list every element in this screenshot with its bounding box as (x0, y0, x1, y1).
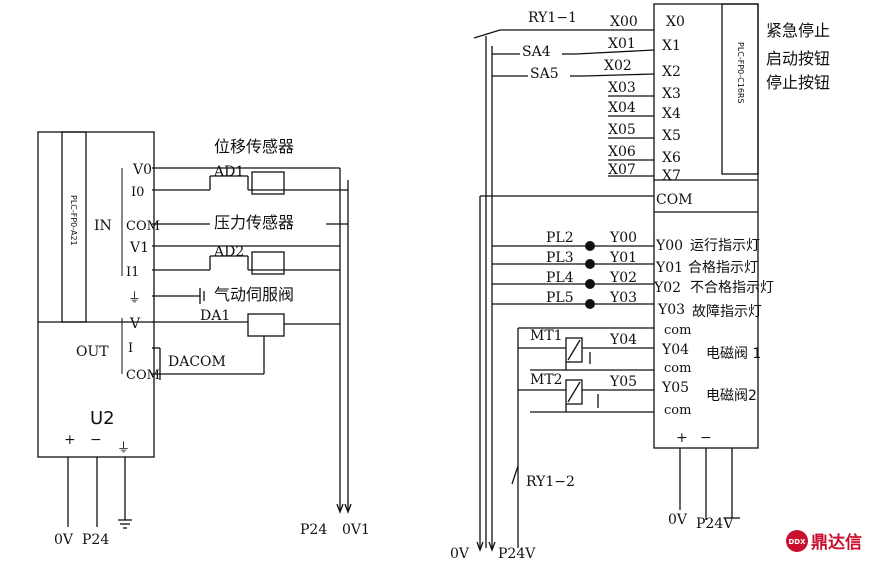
output-lamps: PL2 PL3 PL4 PL5 Y00 Y01 Y02 Y03 Y00 Y01 … (492, 230, 774, 320)
plc-plus: + (676, 430, 688, 446)
input-x7: X7 (662, 168, 681, 184)
input-wiring: RY1−1 SA4 SA5 X00 X01 X02 X03 X04 X05 X0… (473, 10, 655, 548)
terminal-y02: Y02 (653, 280, 681, 296)
com-1: com (664, 323, 691, 338)
watermark-logo-text: DDX (788, 538, 806, 546)
func-y02: 不合格指示灯 (690, 280, 774, 296)
wire-x04: X04 (608, 100, 636, 116)
input-x6: X6 (662, 150, 681, 166)
valve-mt2: MT2 (530, 372, 563, 388)
input-x0: X0 (666, 14, 685, 30)
wire-y00: Y00 (609, 230, 637, 246)
terminal-com-out: COM (126, 368, 160, 383)
ry1-2-label: RY1−2 (526, 474, 575, 490)
wire-x07: X07 (608, 162, 636, 178)
lamp-pl2: PL2 (546, 230, 574, 246)
wire-x02: X02 (604, 58, 632, 74)
wire-x00: X00 (610, 14, 638, 30)
terminal-y03: Y03 (657, 302, 685, 318)
lamp-pl4: PL4 (546, 270, 574, 286)
ry1-1-label: RY1−1 (528, 10, 577, 26)
bottom-0v-label: 0V (450, 546, 470, 562)
minus-sign: − (90, 432, 102, 448)
dacom-label: DACOM (168, 354, 226, 370)
com-2: com (664, 361, 691, 376)
left-p24-label: P24 (82, 532, 109, 548)
terminal-v1: V1 (129, 240, 149, 256)
sa4-label: SA4 (522, 44, 551, 60)
plus-sign: + (64, 432, 76, 448)
func-y05: 电磁阀2 (706, 388, 757, 404)
wire-x06: X06 (608, 144, 636, 160)
plc-minus: − (700, 430, 712, 446)
in-label: IN (94, 218, 112, 234)
func-x0: 紧急停止 (766, 21, 830, 40)
terminal-v0: V0 (132, 162, 152, 178)
watermark-text: 鼎达信 (811, 532, 862, 553)
pressure-sensor-label: 压力传感器 (214, 213, 294, 232)
func-y04: 电磁阀 1 (706, 346, 761, 362)
func-y01: 合格指示灯 (688, 260, 758, 276)
sa5-label: SA5 (530, 66, 559, 82)
input-x1: X1 (662, 38, 681, 54)
right-p24-label: P24 (300, 522, 327, 538)
out-label: OUT (76, 344, 109, 360)
wire-y05: Y05 (609, 374, 637, 390)
watermark-logo: DDX 鼎达信 (786, 530, 862, 553)
input-x3: X3 (662, 86, 681, 102)
wire-x05: X05 (608, 122, 636, 138)
right-0v1-label: 0V1 (342, 522, 370, 538)
terminal-earth: ⏚ (128, 291, 141, 306)
earth-icon: ⏚ (117, 441, 130, 456)
plc-p24v-label: P24V (696, 516, 734, 532)
terminal-com-in: COM (126, 219, 160, 234)
func-y03: 故障指示灯 (692, 304, 762, 320)
valve-mt1: MT1 (530, 328, 563, 344)
terminal-y01: Y01 (655, 260, 683, 276)
terminal-i: I (128, 341, 133, 356)
input-x2: X2 (662, 64, 681, 80)
lamp-pl3: PL3 (546, 250, 574, 266)
servo-valve-label: 气动伺服阀 (214, 285, 294, 304)
func-x1: 启动按钮 (766, 49, 830, 68)
wire-y01: Y01 (609, 250, 637, 266)
plc-0v-label: 0V (668, 512, 688, 528)
func-x2: 停止按钮 (766, 73, 830, 92)
displacement-sensor-label: 位移传感器 (214, 137, 294, 156)
left-0v-label: 0V (54, 532, 74, 548)
input-x4: X4 (662, 106, 681, 122)
wire-y03: Y03 (609, 290, 637, 306)
terminal-v: V (129, 316, 141, 332)
func-y00: 运行指示灯 (690, 238, 760, 254)
module-name: U2 (90, 408, 115, 429)
terminal-i0: I0 (131, 185, 144, 200)
input-com: COM (656, 192, 693, 208)
wire-y02: Y02 (609, 270, 637, 286)
bottom-p24v-label: P24V (498, 546, 536, 562)
com-3: com (664, 403, 691, 418)
terminal-y00: Y00 (655, 238, 683, 254)
output-valves: com MT1 Y04 Y04 com 电磁阀 1 MT2 Y05 Y05 co… (517, 323, 761, 548)
ad2-label: AD2 (213, 244, 244, 260)
lamp-pl5: PL5 (546, 290, 574, 306)
terminal-i1: I1 (126, 265, 139, 280)
wire-x01: X01 (608, 36, 636, 52)
wire-x03: X03 (608, 80, 636, 96)
da1-label: DA1 (200, 308, 230, 324)
input-x5: X5 (662, 128, 681, 144)
analog-module-model: PLC-FP0-A21 (69, 195, 78, 246)
terminal-y04: Y04 (661, 342, 689, 358)
plc-model: PLC-FP0-C16RS (736, 42, 745, 104)
terminal-y05: Y05 (661, 380, 689, 396)
sensor-wiring: 位移传感器 AD1 压力传感器 AD2 气动伺服阀 DA1 (152, 137, 370, 538)
analog-module: PLC-FP0-A21 IN OUT V0 I0 COM V1 I1 ⏚ V I… (37, 131, 160, 458)
ad1-label: AD1 (213, 164, 244, 180)
wire-y04: Y04 (609, 332, 637, 348)
